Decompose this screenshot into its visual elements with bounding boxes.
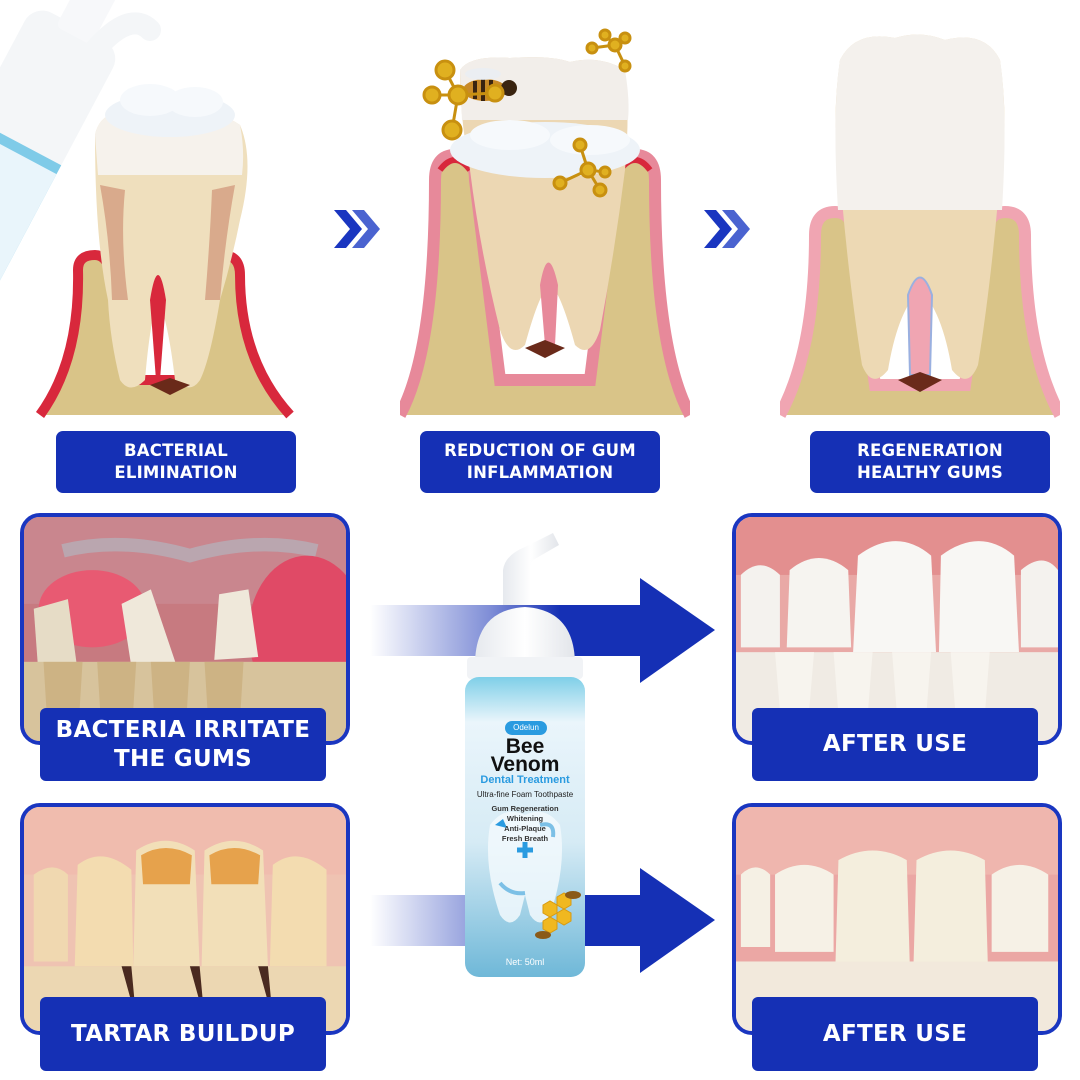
product-name-line2: Venom xyxy=(490,753,560,776)
product-subtitle: Dental Treatment xyxy=(480,774,570,786)
tooth-with-bee-and-molecules-icon xyxy=(400,28,690,418)
benefit-item: Whitening xyxy=(506,814,544,823)
product-bottle: Odelun Bee Venom Dental Treatment Ultra-… xyxy=(455,525,595,980)
benefit-item: Fresh Breath xyxy=(501,834,549,843)
label-tartar-buildup: TARTAR BUILDUP xyxy=(40,997,326,1071)
step-label-healthy-gums: REGENERATION HEALTHY GUMS xyxy=(810,431,1050,493)
tooth-illustration-gum-inflammation xyxy=(400,0,690,420)
brand-badge: Odelun xyxy=(505,721,547,735)
double-chevron-right-icon xyxy=(332,206,382,252)
step-label-gum-inflammation: REDUCTION OF GUM INFLAMMATION xyxy=(420,431,660,493)
product-net-volume: Net: 50ml xyxy=(505,957,545,967)
product-name-line1: Bee xyxy=(505,735,545,758)
tooth-with-foam-dispensed-icon xyxy=(0,0,294,419)
label-after-use-1: AFTER USE xyxy=(752,708,1038,781)
step-label-bacterial-elimination: BACTERIAL ELIMINATION xyxy=(56,431,296,493)
product-benefits: Gum Regeneration Whitening Anti-Plaque F… xyxy=(455,804,595,844)
benefit-item: Gum Regeneration xyxy=(491,804,559,813)
tooth-illustration-bacterial-elimination xyxy=(0,0,320,420)
label-bacteria-irritate-gums: BACTERIA IRRITATE THE GUMS xyxy=(40,708,326,781)
healthy-tooth-icon xyxy=(780,34,1060,418)
product-tagline: Ultra-fine Foam Toothpaste xyxy=(476,790,574,799)
tooth-illustration-healthy-gums xyxy=(780,0,1060,420)
double-chevron-right-icon xyxy=(702,206,752,252)
foam-pump-bottle-icon xyxy=(465,533,585,977)
benefit-item: Anti-Plaque xyxy=(504,824,546,833)
label-after-use-2: AFTER USE xyxy=(752,997,1038,1071)
